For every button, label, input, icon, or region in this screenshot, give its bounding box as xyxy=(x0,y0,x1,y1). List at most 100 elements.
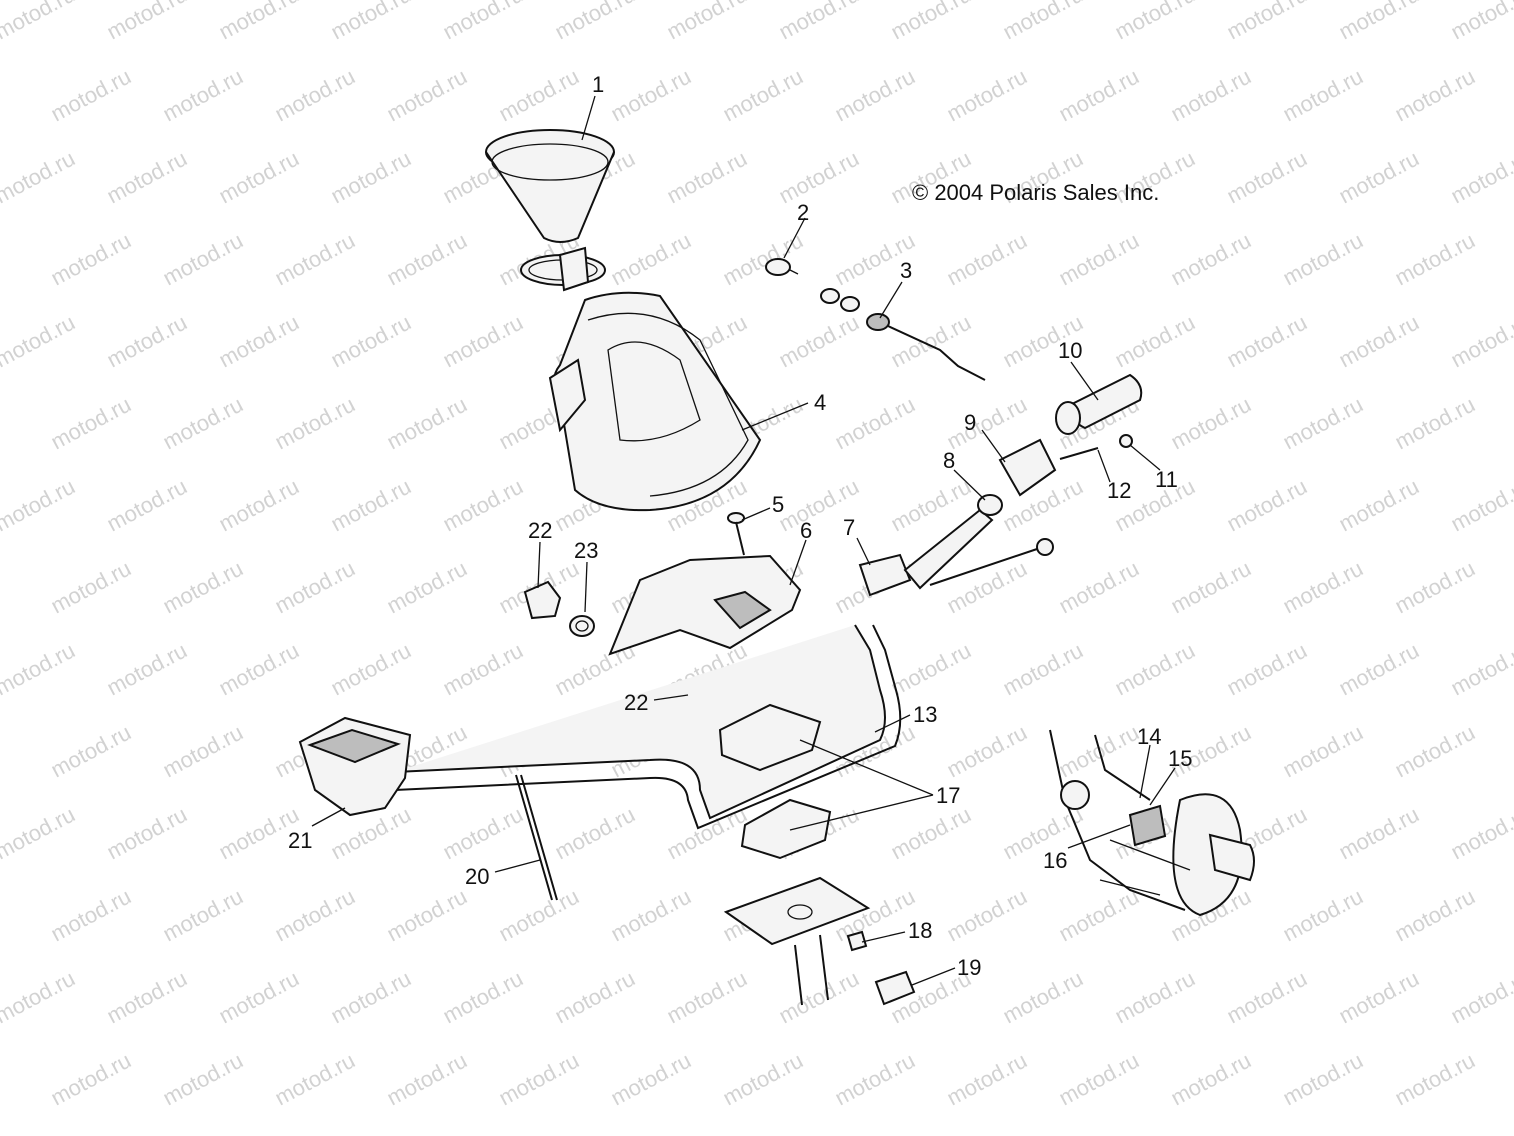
callout-5: 5 xyxy=(772,492,784,517)
callout-15: 15 xyxy=(1168,746,1192,771)
watermark-text: motod.ru xyxy=(327,474,415,537)
watermark-text: motod.ru xyxy=(47,884,135,947)
watermark-text: motod.ru xyxy=(887,0,975,44)
watermark-text: motod.ru xyxy=(439,310,527,373)
watermark-text: motod.ru xyxy=(1223,638,1311,701)
callout-labels: 1 2 3 4 5 6 7 8 9 10 11 12 13 14 15 16 1… xyxy=(288,72,1192,980)
watermark-text: motod.ru xyxy=(47,392,135,455)
callout-17: 17 xyxy=(936,783,960,808)
rod xyxy=(515,774,558,901)
watermark-text: motod.ru xyxy=(775,0,863,44)
callout-7: 7 xyxy=(843,515,855,540)
watermark-text: motod.ru xyxy=(1447,474,1514,537)
brake-detail-inset xyxy=(1049,729,1255,917)
watermark-text: motod.ru xyxy=(47,556,135,619)
watermark-text: motod.ru xyxy=(663,0,751,44)
watermark-text: motod.ru xyxy=(47,228,135,291)
watermark-text: motod.ru xyxy=(1055,884,1143,947)
watermark-text: motod.ru xyxy=(159,64,247,127)
callout-11: 11 xyxy=(1155,467,1178,492)
watermark-text: motod.ru xyxy=(607,228,695,291)
watermark-text: motod.ru xyxy=(1335,146,1423,209)
watermark-text: motod.ru xyxy=(1335,638,1423,701)
watermark-text: motod.ru xyxy=(495,64,583,127)
callout-4: 4 xyxy=(814,390,826,415)
watermark-text: motod.ru xyxy=(383,1048,471,1111)
watermark-text: motod.ru xyxy=(0,310,79,373)
watermark-text: motod.ru xyxy=(1279,556,1367,619)
watermark-text: motod.ru xyxy=(1335,802,1423,865)
watermark-text: motod.ru xyxy=(327,638,415,701)
watermark-text: motod.ru xyxy=(103,802,191,865)
watermark-text: motod.ru xyxy=(943,228,1031,291)
watermark-text: motod.ru xyxy=(271,884,359,947)
callout-22b: 22 xyxy=(624,690,648,715)
watermark-text: motod.ru xyxy=(47,1048,135,1111)
watermark-text: motod.ru xyxy=(1223,146,1311,209)
watermark-text: motod.ru xyxy=(1111,0,1199,44)
watermark-text: motod.ru xyxy=(327,146,415,209)
watermark-text: motod.ru xyxy=(0,146,79,209)
watermark-text: motod.ru xyxy=(1391,228,1479,291)
watermark-text: motod.ru xyxy=(831,64,919,127)
watermark-text: motod.ru xyxy=(1167,556,1255,619)
watermark-text: motod.ru xyxy=(607,884,695,947)
watermark-text: motod.ru xyxy=(663,966,751,1029)
callout-14: 14 xyxy=(1137,724,1161,749)
watermark-text: motod.ru xyxy=(999,474,1087,537)
watermark-text: motod.ru xyxy=(383,228,471,291)
watermark-text: motod.ru xyxy=(1447,802,1514,865)
watermark-text: motod.ru xyxy=(1447,966,1514,1029)
watermark-text: motod.ru xyxy=(719,64,807,127)
watermark-text: motod.ru xyxy=(271,228,359,291)
watermark-text: motod.ru xyxy=(1447,638,1514,701)
watermark-text: motod.ru xyxy=(495,884,583,947)
callout-19: 19 xyxy=(957,955,981,980)
watermark-text: motod.ru xyxy=(0,802,79,865)
watermark-text: motod.ru xyxy=(663,146,751,209)
watermark-text: motod.ru xyxy=(551,0,639,44)
watermark-text: motod.ru xyxy=(1055,556,1143,619)
watermark-text: motod.ru xyxy=(1055,1048,1143,1111)
watermark-text: motod.ru xyxy=(495,1048,583,1111)
watermark-text: motod.ru xyxy=(103,310,191,373)
callout-8: 8 xyxy=(943,448,955,473)
callout-6: 6 xyxy=(800,518,812,543)
watermark-text: motod.ru xyxy=(383,64,471,127)
copyright-notice: © 2004 Polaris Sales Inc. xyxy=(912,180,1160,205)
watermark-text: motod.ru xyxy=(159,556,247,619)
callout-12: 12 xyxy=(1107,478,1131,503)
watermark-text: motod.ru xyxy=(1335,966,1423,1029)
callout-1: 1 xyxy=(592,72,604,97)
watermark-text: motod.ru xyxy=(159,392,247,455)
watermark-text: motod.ru xyxy=(831,1048,919,1111)
watermark-text: motod.ru xyxy=(383,884,471,947)
watermark-text: motod.ru xyxy=(1447,146,1514,209)
watermark-text: motod.ru xyxy=(1279,720,1367,783)
watermark-text: motod.ru xyxy=(1279,884,1367,947)
watermark-text: motod.ru xyxy=(887,802,975,865)
watermark-text: motod.ru xyxy=(1223,310,1311,373)
watermark-text: motod.ru xyxy=(0,474,79,537)
watermark-text: motod.ru xyxy=(215,310,303,373)
callout-10: 10 xyxy=(1058,338,1082,363)
watermark-text: motod.ru xyxy=(1279,1048,1367,1111)
watermark-text: motod.ru xyxy=(943,884,1031,947)
watermark-text: motod.ru xyxy=(1447,0,1514,44)
watermark-text: motod.ru xyxy=(327,966,415,1029)
callout-3: 3 xyxy=(900,258,912,283)
watermark-text: motod.ru xyxy=(831,392,919,455)
brake-controls xyxy=(858,373,1143,597)
watermark-text: motod.ru xyxy=(607,64,695,127)
watermark-text: motod.ru xyxy=(215,638,303,701)
watermark-text: motod.ru xyxy=(159,720,247,783)
callout-23: 23 xyxy=(574,538,598,563)
watermark-text: motod.ru xyxy=(439,638,527,701)
watermark-text: motod.ru xyxy=(551,802,639,865)
headlight-pod xyxy=(548,246,762,512)
watermark-text: motod.ru xyxy=(215,966,303,1029)
watermark-text: motod.ru xyxy=(775,310,863,373)
watermark-text: motod.ru xyxy=(383,392,471,455)
watermark-text: motod.ru xyxy=(0,966,79,1029)
watermark-text: motod.ru xyxy=(1447,310,1514,373)
